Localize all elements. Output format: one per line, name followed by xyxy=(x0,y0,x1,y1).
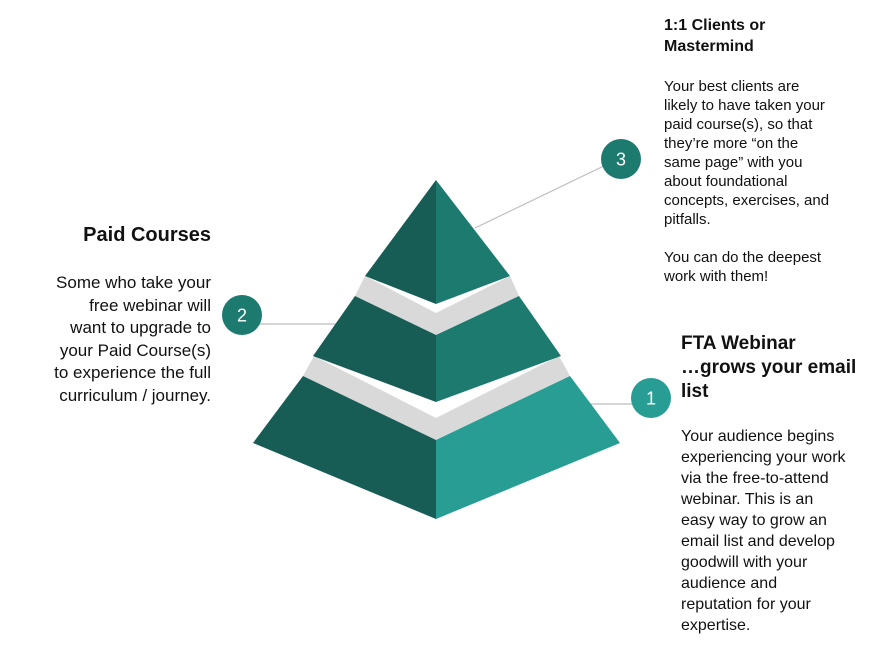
bottom-tier-description: FTA Webinar …grows your email list Your … xyxy=(681,332,881,636)
middle-tier-title: Paid Courses xyxy=(83,224,211,246)
pyramid-bottom-tier-right xyxy=(436,376,620,519)
pyramid-middle-tier-left xyxy=(313,296,436,402)
badge-3-number: 3 xyxy=(616,150,626,170)
badge-2-number: 2 xyxy=(237,306,247,326)
top-tier-body: Your best clients are likely to have tak… xyxy=(664,78,830,285)
top-tier-title: 1:1 Clients or Mastermind xyxy=(664,17,766,55)
bottom-tier-body: Your audience begins experiencing your w… xyxy=(681,428,846,634)
middle-tier-description: Paid Courses Some who take your free web… xyxy=(16,222,211,407)
pyramid-top-tier-right xyxy=(436,180,510,304)
middle-tier-body: Some who take your free webinar will wan… xyxy=(54,273,211,405)
connector-line-3 xyxy=(474,162,611,229)
pyramid-top-tier-left xyxy=(365,180,436,304)
bottom-tier-title: FTA Webinar …grows your email list xyxy=(681,333,857,402)
pyramid-middle-tier-right xyxy=(436,296,561,402)
badge-1: 1 xyxy=(631,378,671,418)
separator-band-upper xyxy=(355,276,519,335)
badge-2: 2 xyxy=(222,295,262,335)
pyramid-bottom-tier-left xyxy=(253,376,436,519)
separator-band-lower xyxy=(303,356,570,440)
badge-3: 3 xyxy=(601,139,641,179)
badge-1-number: 1 xyxy=(646,389,656,409)
top-tier-description: 1:1 Clients or Mastermind Your best clie… xyxy=(664,15,864,286)
